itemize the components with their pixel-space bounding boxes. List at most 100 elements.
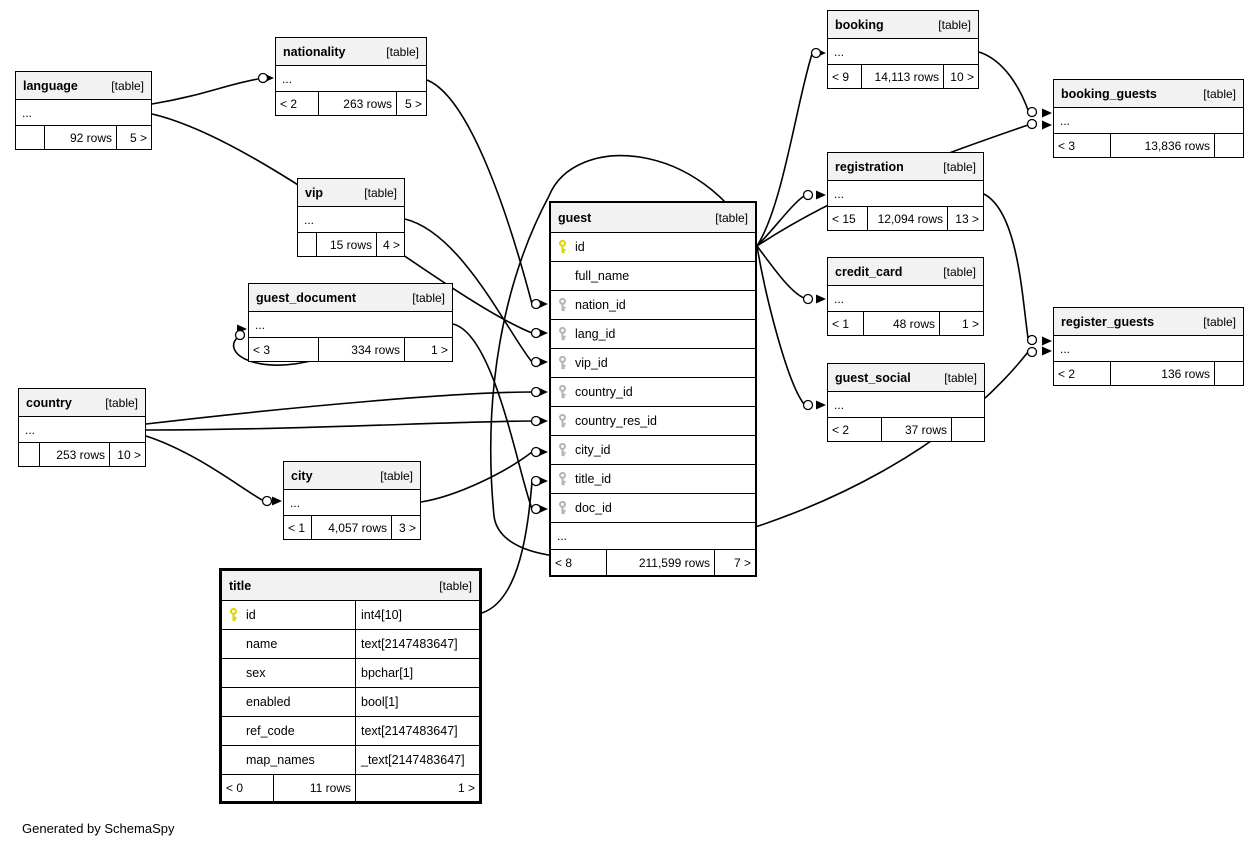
foreign-key-icon xyxy=(557,442,568,457)
relationship-line-booking-to-booking_guests xyxy=(978,51,1029,111)
cardinality-circle xyxy=(810,47,822,59)
row-count: 11 rows xyxy=(273,775,355,801)
table-header: booking[table] xyxy=(828,11,978,39)
row-count: 14,113 rows xyxy=(861,65,943,88)
table-name[interactable]: country xyxy=(26,395,72,410)
table-header: booking_guests[table] xyxy=(1054,80,1243,108)
related-to-count: 1 > xyxy=(404,338,452,361)
table-type-tag: [table] xyxy=(943,264,976,279)
column-sex: sex bpchar[1] xyxy=(222,659,479,688)
row-count: 37 rows xyxy=(881,418,951,441)
table-type-tag: [table] xyxy=(380,468,413,483)
cardinality-circle xyxy=(530,327,542,339)
cardinality-circle xyxy=(530,446,542,458)
related-from-count xyxy=(298,233,316,256)
row-count: 15 rows xyxy=(316,233,376,256)
primary-key-icon xyxy=(557,239,568,254)
related-to-count: 1 > xyxy=(939,312,983,335)
cardinality-circle xyxy=(1026,118,1038,130)
table-type-tag: [table] xyxy=(386,44,419,59)
table-name[interactable]: registration xyxy=(835,159,904,174)
row-count: 92 rows xyxy=(44,126,116,149)
arrowhead-icon xyxy=(816,400,826,410)
relationship-line-country-to-guest.country_id xyxy=(145,391,533,425)
table-header: registration [table] xyxy=(828,153,983,181)
no-key-spacer xyxy=(228,724,239,738)
table-header: vip[table] xyxy=(298,179,404,207)
arrowhead-icon xyxy=(816,190,826,200)
column-type: text[2147483647] xyxy=(355,717,479,745)
table-name[interactable]: guest_social xyxy=(835,370,911,385)
row-count: 211,599 rows xyxy=(606,550,714,575)
table-name[interactable]: vip xyxy=(305,185,324,200)
column-type: bpchar[1] xyxy=(355,659,479,687)
table-type-tag: [table] xyxy=(943,159,976,174)
table-header: credit_card [table] xyxy=(828,258,983,286)
table-header: city [table] xyxy=(284,462,420,490)
related-to-count: 5 > xyxy=(116,126,151,149)
table-header: title[table] xyxy=(222,571,479,601)
table-header: nationality [table] xyxy=(276,38,426,66)
table-name[interactable]: credit_card xyxy=(835,264,903,279)
table-header: guest[table] xyxy=(551,203,755,233)
primary-key-icon xyxy=(228,607,239,622)
foreign-key-icon xyxy=(557,355,568,370)
column-name: full_name xyxy=(575,269,630,283)
columns-ellipsis: ... xyxy=(284,490,420,516)
related-to-count xyxy=(951,418,984,441)
related-to-count xyxy=(1214,134,1243,157)
arrowhead-icon xyxy=(1042,346,1052,356)
column-name: sex xyxy=(246,666,266,680)
table-name[interactable]: booking_guests xyxy=(1061,86,1157,101)
row-count: 334 rows xyxy=(318,338,404,361)
related-to-count: 4 > xyxy=(376,233,404,256)
relationship-line-language-to-nationality xyxy=(151,78,259,105)
column-name: lang_id xyxy=(575,327,616,341)
related-to-count xyxy=(1214,362,1243,385)
table-name[interactable]: guest xyxy=(558,210,592,225)
table-name[interactable]: city xyxy=(291,468,313,483)
column-map_names: map_names_text[2147483647] xyxy=(222,746,479,775)
columns-ellipsis: ... xyxy=(828,39,978,65)
relationship-line-guest-to-guest_social xyxy=(756,245,805,405)
table-name[interactable]: register_guests xyxy=(1061,314,1155,329)
table-name[interactable]: language xyxy=(23,78,78,93)
cardinality-circle xyxy=(1026,346,1038,358)
row-count: 12,094 rows xyxy=(867,207,947,230)
column-name: map_names xyxy=(246,753,315,767)
related-from-count: < 1 xyxy=(288,520,306,535)
no-key-spacer xyxy=(228,753,239,767)
related-from-count xyxy=(16,126,44,149)
arrowhead-icon xyxy=(1042,108,1052,118)
column-name: country_res_id xyxy=(575,414,657,428)
generator-credit: Generated by SchemaSpy xyxy=(22,821,175,836)
arrowhead-icon xyxy=(1042,336,1052,346)
column-city_id: city_id xyxy=(551,436,755,465)
related-from-count: < 2 xyxy=(1058,366,1076,381)
table-name[interactable]: guest_document xyxy=(256,290,357,305)
cardinality-circle xyxy=(1026,106,1038,118)
table-name[interactable]: booking xyxy=(835,17,884,32)
table-name[interactable]: title xyxy=(229,578,252,593)
row-count: 136 rows xyxy=(1110,362,1214,385)
table-name[interactable]: nationality xyxy=(283,44,346,59)
related-from-count xyxy=(19,443,39,466)
column-id: id xyxy=(551,233,755,262)
